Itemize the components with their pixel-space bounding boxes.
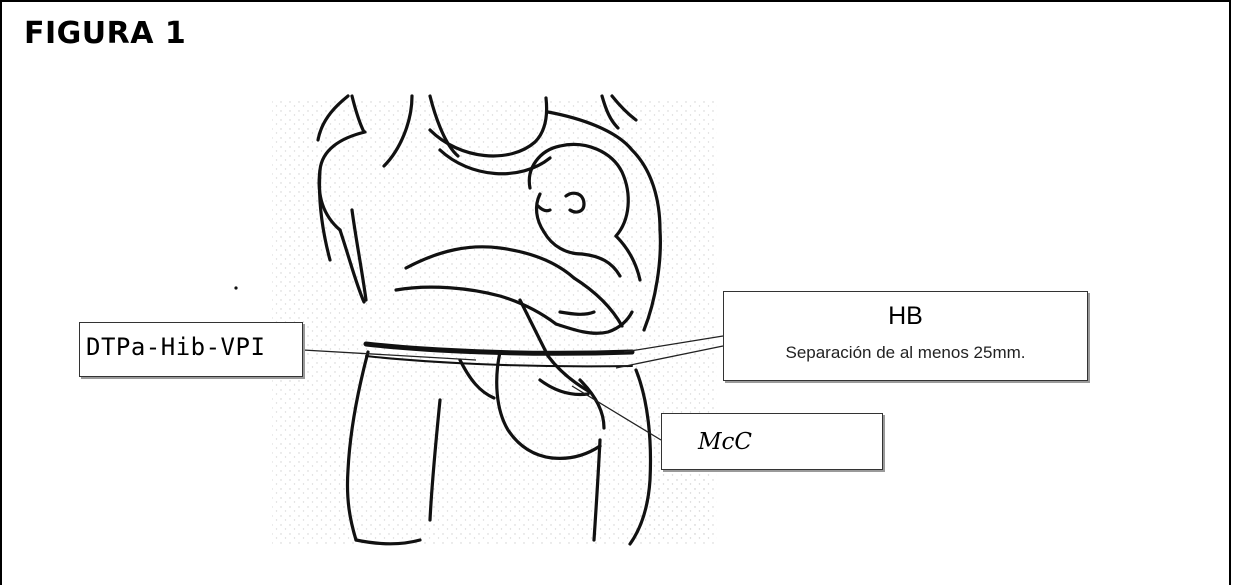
label-mcc: McC [661, 413, 883, 470]
label-hb-title: HB [724, 302, 1087, 331]
label-dtpa-text: DTPa-Hib-VPI [86, 333, 265, 361]
label-hb-note: Separación de al menos 25mm. [724, 343, 1087, 363]
stray-dot [234, 286, 237, 289]
label-dtpa-hib-vpi: DTPa-Hib-VPI [79, 322, 303, 377]
label-mcc-text: McC [698, 429, 752, 455]
label-hb: HB Separación de al menos 25mm. [723, 291, 1088, 381]
